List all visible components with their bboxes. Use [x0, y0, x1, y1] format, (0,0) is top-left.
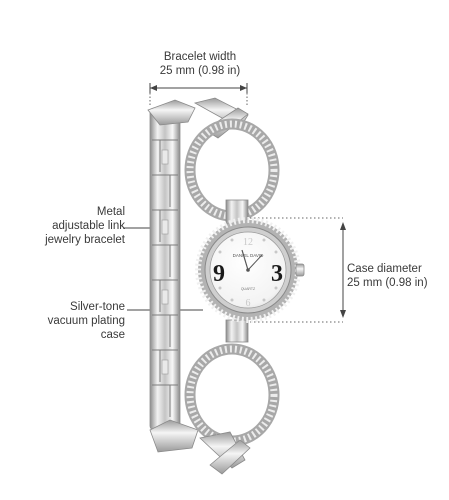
bracelet-width-dimension [149, 83, 248, 105]
hour-hand [241, 249, 249, 271]
link-bracelet-label: Metal adjustable link jewelry bracelet [20, 205, 125, 247]
dial-numeral-9: 9 [213, 261, 225, 287]
dial-numeral-12: 12 [243, 237, 253, 248]
plating-line3: case [100, 329, 125, 341]
case-diameter-dimension [250, 217, 346, 323]
lower-connector [199, 431, 251, 475]
link-bracelet-line2: adjustable link [52, 220, 125, 232]
link-bracelet-line3: jewelry bracelet [45, 234, 125, 246]
plating-label: Silver-tone vacuum plating case [20, 300, 125, 342]
dial-numeral-6: 6 [246, 298, 251, 309]
dial-sub: QUARTZ [241, 287, 256, 291]
crown [295, 263, 305, 277]
link-bracelet [147, 99, 199, 453]
plating-line2: vacuum plating [47, 315, 125, 327]
watch-dial: 12 3 6 9 DANIEL DAVID QUARTZ [209, 231, 287, 309]
plating-line1: Silver-tone [70, 301, 125, 313]
bracelet-width-value: 25 mm (0.98 in) [159, 65, 241, 77]
dial-brand: DANIEL DAVID [233, 253, 265, 258]
case-lugs [225, 199, 249, 343]
case-diameter-label: Case diameter 25 mm (0.98 in) [347, 262, 447, 290]
case-diameter-value: 25 mm (0.98 in) [347, 277, 428, 289]
minute-hand [247, 254, 263, 271]
link-bracelet-line1: Metal [96, 206, 125, 218]
bracelet-width-title: Bracelet width [163, 51, 237, 63]
lower-crystal-ring [184, 343, 280, 447]
dial-numeral-3: 3 [271, 261, 283, 287]
case-diameter-title: Case diameter [347, 263, 422, 275]
bracelet-width-label: Bracelet width 25 mm (0.98 in) [148, 50, 252, 78]
